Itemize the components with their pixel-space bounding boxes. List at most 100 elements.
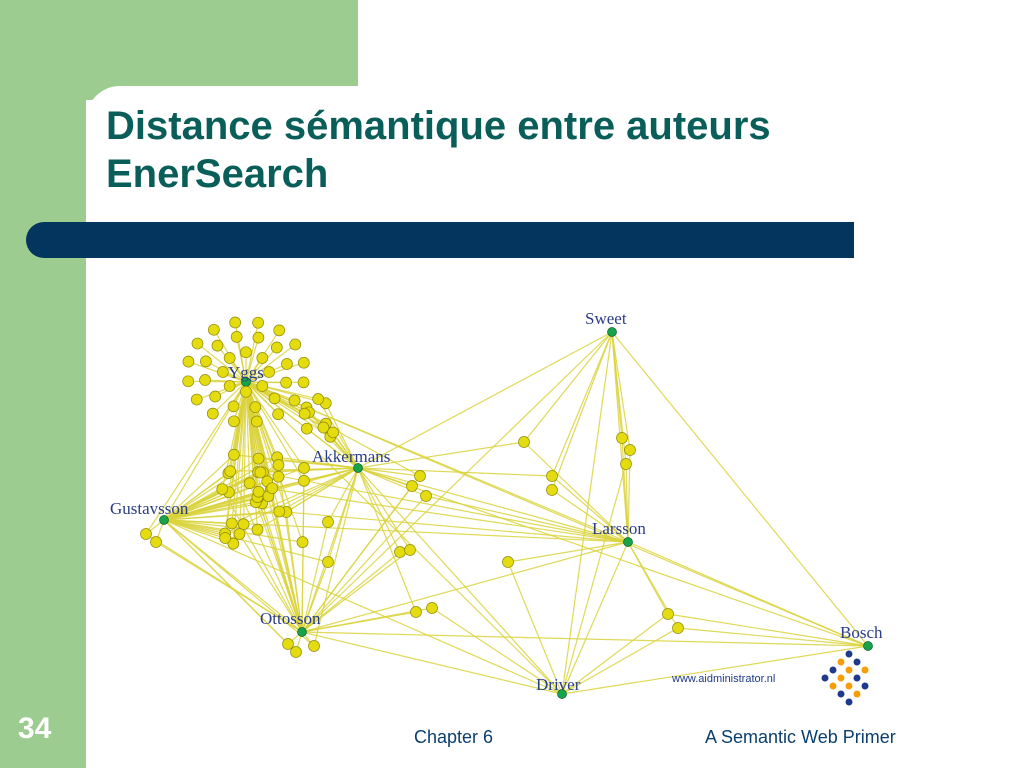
graph-node — [404, 544, 416, 556]
footer-book-title: A Semantic Web Primer — [705, 727, 896, 747]
graph-edge — [163, 519, 297, 653]
graph-node — [216, 483, 229, 496]
graph-edge — [221, 488, 303, 633]
graph-node — [223, 380, 236, 392]
graph-node — [252, 485, 265, 498]
graph-node — [228, 415, 240, 428]
graph-node — [211, 339, 224, 352]
graph-node — [182, 355, 195, 368]
graph-edge — [260, 471, 629, 543]
graph-edge — [301, 631, 869, 647]
graph-node — [254, 466, 267, 479]
graph-node — [300, 422, 313, 435]
graph-edge — [357, 467, 401, 553]
graph-edge — [163, 458, 259, 521]
graph-edge — [507, 561, 563, 695]
graph-edge — [507, 541, 629, 563]
title-divider-bar — [26, 222, 854, 258]
graph-node — [297, 356, 310, 369]
graph-edge — [357, 467, 417, 613]
graph-edge — [523, 331, 613, 443]
graph-edge — [238, 381, 247, 535]
graph-edge — [245, 381, 563, 695]
graph-edge — [551, 475, 629, 543]
graph-edge — [431, 607, 563, 695]
graph-edge — [285, 511, 303, 633]
graph-edge — [357, 467, 411, 551]
graph-edge — [163, 519, 563, 695]
graph-node — [223, 352, 236, 364]
graph-node — [243, 477, 256, 490]
graph-edge — [611, 331, 627, 465]
graph-edge — [611, 331, 869, 647]
graph-node — [288, 394, 301, 407]
graph-node — [252, 316, 264, 329]
graph-node — [282, 638, 294, 650]
graph-node — [268, 392, 281, 405]
graph-node — [140, 528, 152, 540]
graph-node — [410, 606, 422, 618]
graph-edge — [551, 489, 629, 543]
graph-node — [191, 337, 204, 350]
graph-edge — [561, 463, 627, 695]
graph-node — [289, 338, 302, 351]
graph-node — [272, 470, 285, 483]
graph-node — [233, 528, 246, 540]
hub-node-larsson — [623, 537, 633, 547]
graph-node — [228, 448, 240, 461]
graph-edge — [357, 467, 421, 477]
graph-edge — [196, 381, 247, 401]
graph-edge — [357, 467, 629, 543]
graph-edge — [163, 519, 329, 563]
graph-edge — [163, 482, 250, 521]
graph-node — [272, 459, 285, 471]
graph-edge — [625, 463, 629, 543]
graph-node — [227, 537, 240, 550]
graph-node — [308, 640, 320, 652]
graph-node — [426, 602, 438, 614]
graph-edge — [163, 510, 280, 521]
graph-node — [270, 341, 283, 354]
node-label-larsson: Larsson — [592, 519, 646, 538]
graph-node — [322, 556, 334, 568]
graph-node — [230, 331, 243, 343]
graph-node — [672, 622, 684, 634]
graph-edge — [245, 381, 279, 415]
node-label-driver: Driver — [536, 675, 581, 694]
graph-edge — [306, 428, 359, 469]
graph-node — [322, 516, 334, 528]
graph-node — [208, 323, 220, 336]
graph-edge — [561, 627, 679, 695]
slide-title: Distance sémantique entre auteurs EnerSe… — [106, 102, 906, 198]
graph-node — [225, 517, 238, 530]
graph-edge — [163, 491, 259, 521]
graph-nodes — [140, 316, 873, 699]
graph-edge — [301, 541, 629, 633]
graph-edge — [357, 467, 563, 695]
graph-edge — [667, 613, 869, 647]
graph-edge — [301, 631, 563, 695]
graph-node — [256, 352, 269, 364]
graph-edge — [561, 331, 613, 695]
graph-node — [624, 444, 636, 456]
graph-node — [296, 536, 309, 548]
graph-node — [200, 355, 212, 368]
graph-edge — [301, 521, 329, 633]
graph-node — [219, 532, 232, 544]
background-green-left — [0, 0, 86, 768]
graph-node — [209, 390, 222, 403]
hub-node-sweet — [607, 327, 617, 337]
graph-node — [206, 407, 219, 420]
graph-edge — [163, 488, 223, 521]
graph-edge — [245, 381, 305, 469]
graph-edge — [245, 347, 278, 383]
graph-node — [150, 536, 162, 548]
hub-node-gustavsson — [159, 515, 169, 525]
graph-edge — [357, 467, 427, 497]
footer-chapter: Chapter 6 — [414, 727, 494, 747]
graph-node — [502, 556, 514, 568]
graph-edge — [301, 549, 411, 633]
graph-node — [546, 484, 558, 496]
graph-edge — [256, 496, 303, 633]
graph-edge — [270, 488, 629, 543]
